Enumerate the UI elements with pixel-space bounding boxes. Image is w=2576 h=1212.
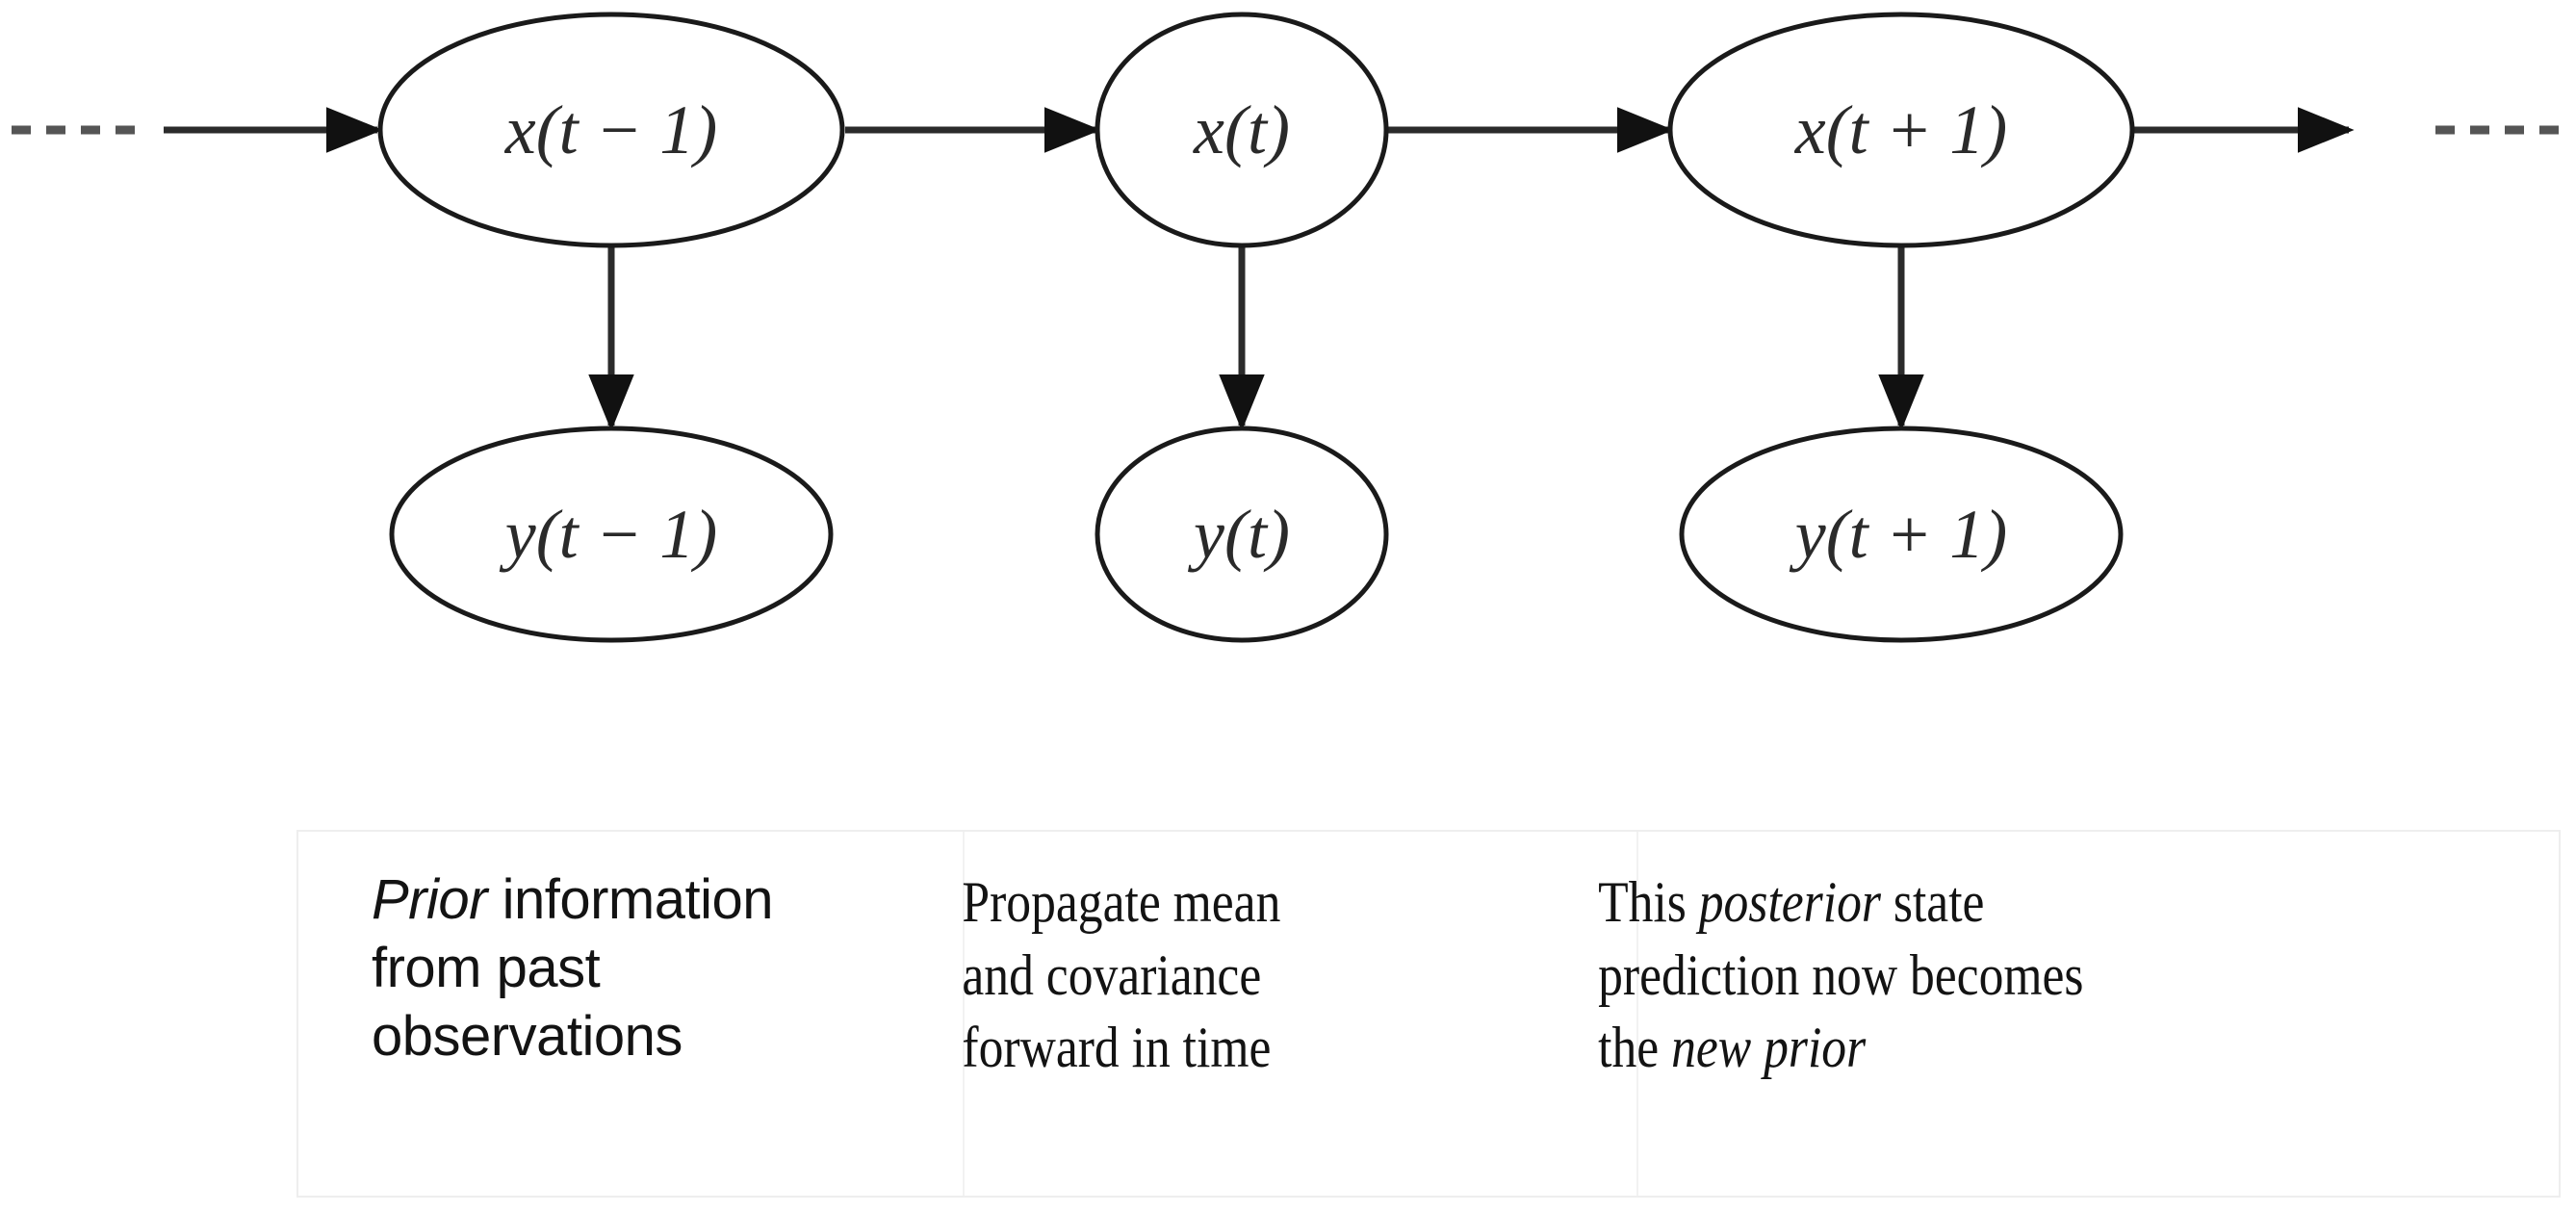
caption-divider-1 <box>963 830 965 1198</box>
caption-propagate-line-1-run-1: Propagate mean <box>962 870 1281 934</box>
node-x-t-minus-1[interactable]: x(t − 1) <box>377 12 845 248</box>
caption-posterior-line-3-run-2: new prior <box>1671 1016 1867 1080</box>
node-y-t-minus-1[interactable]: y(t − 1) <box>389 425 834 643</box>
caption-prior-line-1-run-1: Prior <box>372 868 487 931</box>
caption-posterior-line-1-run-1: This <box>1598 870 1699 934</box>
node-y-t-label: y(t) <box>1187 496 1290 573</box>
node-y-t-minus-1-label: y(t − 1) <box>499 496 718 573</box>
caption-prior-line-3: observations <box>372 1003 929 1071</box>
caption-prior-line-1-run-2: information <box>486 868 774 931</box>
caption-divider-2 <box>1636 830 1638 1198</box>
caption-propagate-line-2: and covariance <box>963 940 1475 1013</box>
caption-prior-line-2-run-1: from past <box>372 936 601 999</box>
caption-posterior-line-2-run-1: prediction now becomes <box>1598 942 2084 1007</box>
state-space-graph: x(t − 1) x(t) x(t + 1) y(t − 1) y(t) y(t… <box>12 12 2559 643</box>
node-x-t[interactable]: x(t) <box>1095 12 1389 248</box>
caption-prior-line-3-run-1: observations <box>372 1004 683 1068</box>
node-x-t-minus-1-label: x(t − 1) <box>504 91 718 168</box>
caption-propagate-line-1: Propagate mean <box>963 866 1475 940</box>
caption-posterior-line-3: the new prior <box>1598 1012 2419 1085</box>
caption-prior-line-1: Prior information <box>372 866 929 935</box>
caption-prior-line-2: from past <box>372 935 929 1003</box>
node-y-t-plus-1-label: y(t + 1) <box>1789 496 2008 573</box>
node-y-t[interactable]: y(t) <box>1095 425 1389 643</box>
caption-posterior-line-1: This posterior state <box>1598 866 2419 940</box>
caption-propagate-line-3: forward in time <box>963 1012 1475 1085</box>
node-x-t-plus-1-label: x(t + 1) <box>1794 91 2008 168</box>
node-x-t-plus-1[interactable]: x(t + 1) <box>1667 12 2135 248</box>
caption-posterior-line-1-run-2: posterior <box>1698 870 1882 934</box>
caption-propagate: Propagate mean and covariance forward in t… <box>929 832 1475 1085</box>
caption-posterior-line-1-run-3: state <box>1881 870 1985 934</box>
node-y-t-plus-1[interactable]: y(t + 1) <box>1679 425 2124 643</box>
node-x-t-label: x(t) <box>1193 91 1290 168</box>
caption-posterior-line-2: prediction now becomes <box>1598 940 2419 1013</box>
caption-propagate-line-2-run-1: and covariance <box>962 942 1262 1007</box>
caption-posterior-line-3-run-1: the <box>1598 1016 1672 1080</box>
caption-propagate-line-3-run-1: forward in time <box>962 1016 1272 1080</box>
